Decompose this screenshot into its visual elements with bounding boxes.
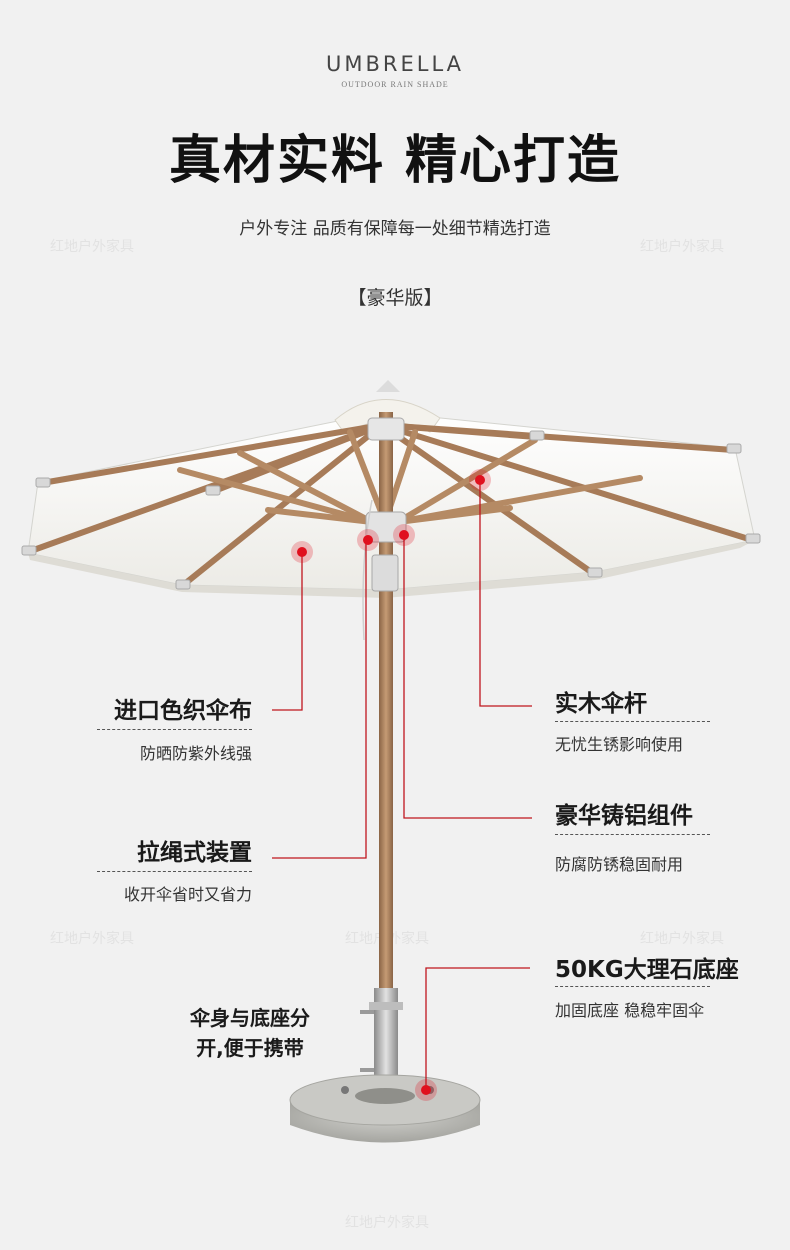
feature-rope-title: 拉绳式装置 <box>137 840 252 866</box>
marble-base <box>289 1074 481 1143</box>
detachable-note: 伞身与底座分 开,便于携带 <box>150 1003 350 1063</box>
feature-base-title: 50KG大理石底座 <box>555 957 739 983</box>
detachable-note-line1: 伞身与底座分 <box>190 1006 310 1030</box>
stretcher-arms <box>177 429 643 525</box>
runner-hub <box>365 511 407 543</box>
page-subline: 户外专注 品质有保障每一处细节精选打造 <box>239 219 551 239</box>
detachable-note-line2: 开,便于携带 <box>196 1036 304 1060</box>
watermark: 红地户外家具 <box>640 931 724 947</box>
feature-aluminum-desc: 防腐防锈稳固耐用 <box>555 855 684 874</box>
page-headline: 真材实料 精心打造 <box>168 131 622 191</box>
rib-tips <box>21 430 761 590</box>
pulley-housing <box>371 554 399 592</box>
watermark: 红地户外家具 <box>50 931 134 947</box>
tube-collar <box>369 1002 403 1010</box>
watermark: 红地户外家具 <box>50 239 134 255</box>
feature-divider <box>555 834 710 835</box>
wood-pole <box>379 412 393 992</box>
leader-lines <box>272 480 532 1090</box>
hotspot-markers <box>291 469 491 1101</box>
top-hub <box>367 417 405 441</box>
brand-subtitle: OUTDOOR RAIN SHADE <box>341 80 449 89</box>
watermark: 红地户外家具 <box>345 1215 429 1231</box>
tube-knob <box>360 1068 374 1072</box>
feature-pole-desc: 无忧生锈影响使用 <box>555 735 684 754</box>
feature-canopy-title: 进口色织伞布 <box>114 698 252 724</box>
feature-base-desc: 加固底座 稳稳牢固伞 <box>555 1001 705 1020</box>
feature-canopy-desc: 防晒防紫外线强 <box>139 744 252 763</box>
brand-logo-text: UMBRELLA <box>325 52 464 76</box>
feature-rope-desc: 收开伞省时又省力 <box>123 885 252 904</box>
feature-divider <box>555 986 710 987</box>
feature-divider <box>555 721 710 722</box>
feature-divider <box>97 729 252 730</box>
edition-label: 【豪华版】 <box>347 287 443 309</box>
feature-pole-title: 实木伞杆 <box>555 691 647 717</box>
tube-knob <box>360 1010 374 1014</box>
feature-aluminum-title: 豪华铸铝组件 <box>555 803 693 829</box>
watermark: 红地户外家具 <box>640 239 724 255</box>
feature-divider <box>97 871 252 872</box>
pull-rope <box>362 499 373 641</box>
